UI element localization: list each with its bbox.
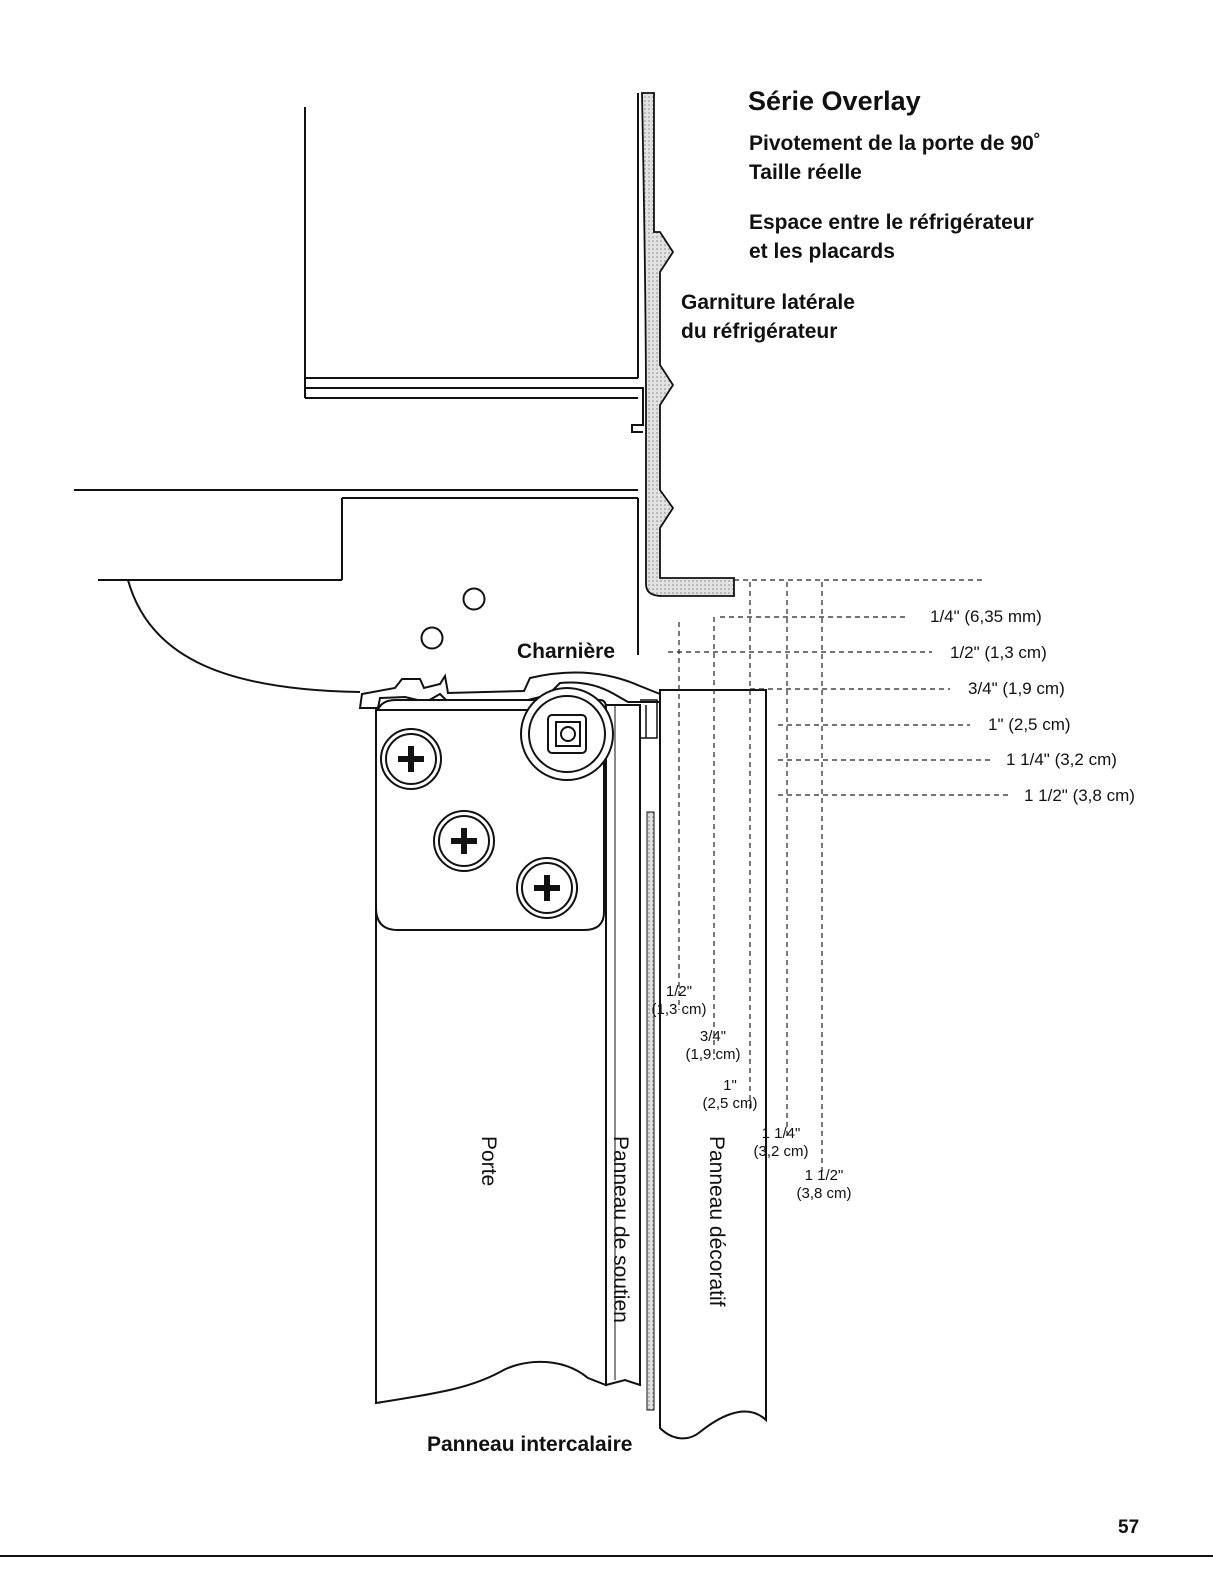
subtitle-scale: Taille réelle [749, 161, 862, 184]
label-decorative-panel: Panneau décoratif [705, 1136, 728, 1307]
measurement-one-quarter-inch: 1 1/4" (3,2 cm) [1006, 750, 1117, 769]
subtitle-pivot: Pivotement de la porte de 90˚ [749, 132, 1041, 155]
page-number: 57 [1118, 1517, 1140, 1538]
measurement-one-half-inch: 1 1/2" (3,8 cm) [1024, 786, 1135, 805]
intercalary-panel [646, 811, 655, 1411]
vmeasurement-one-inch: 1" (2,5 cm) [702, 1077, 758, 1112]
label-support-panel: Panneau de soutien [609, 1136, 632, 1323]
label-side-trim-2: du réfrigérateur [681, 320, 838, 343]
measurement-quarter-inch: 1/4" (6,35 mm) [930, 607, 1042, 626]
screw-3 [516, 857, 578, 919]
screw-2 [433, 810, 495, 872]
measurement-half-inch: 1/2" (1,3 cm) [950, 643, 1047, 662]
support-panel-outline [605, 704, 641, 1387]
refrigerator-side-trim [641, 92, 735, 597]
hinge-pivot [520, 687, 614, 781]
upper-cabinet [304, 93, 644, 433]
measurement-one-inch: 1" (2,5 cm) [988, 715, 1071, 734]
diagram-title: Série Overlay [748, 86, 921, 116]
subtitle-gap-1: Espace entre le réfrigérateur [749, 211, 1034, 234]
screw-1 [380, 728, 442, 790]
label-intercalary-panel: Panneau intercalaire [427, 1433, 633, 1456]
label-door: Porte [477, 1136, 500, 1187]
subtitle-gap-2: et les placards [749, 240, 895, 263]
vmeasurement-half-inch: 1/2" (1,3 cm) [651, 983, 707, 1018]
vmeasurement-one-quarter-inch: 1 1/4" (3,2 cm) [753, 1125, 809, 1160]
label-side-trim-1: Garniture latérale [681, 291, 855, 314]
lower-cabinet [74, 489, 639, 693]
decorative-panel-outline [659, 689, 767, 1440]
hole-2 [420, 626, 444, 650]
footer-rule [0, 1555, 1213, 1557]
vmeasurement-three-quarter-inch: 3/4" (1,9 cm) [685, 1028, 741, 1063]
hole-1 [462, 587, 486, 611]
label-hinge: Charnière [517, 640, 616, 663]
vmeasurement-one-half-inch: 1 1/2" (3,8 cm) [796, 1167, 852, 1202]
measurement-three-quarter-inch: 3/4" (1,9 cm) [968, 679, 1065, 698]
